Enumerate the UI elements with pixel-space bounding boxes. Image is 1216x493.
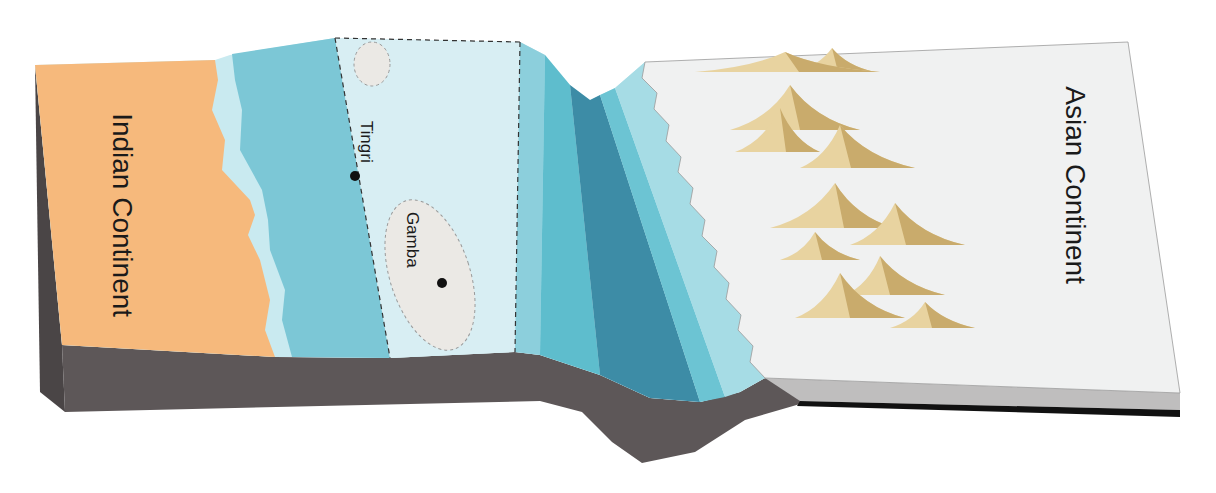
asian-land [642, 42, 1180, 393]
mountain [890, 302, 975, 328]
mountains [695, 48, 975, 328]
basin-oval [378, 195, 483, 355]
continent-region: Indian Continent [95, 75, 150, 355]
mountain [770, 183, 895, 228]
dashed-boundary [335, 38, 390, 358]
mountain [730, 85, 860, 130]
region-label: Gamba [402, 212, 422, 268]
continent-region: Asian Continent [1045, 60, 1105, 320]
dashed-boundary [335, 38, 520, 42]
mountain-shadow [815, 232, 860, 260]
mountain [850, 203, 965, 245]
mountain-shadow [925, 302, 975, 328]
mountain [845, 256, 945, 295]
sediment-zone: Gamba Tingri [335, 38, 520, 358]
mountain [695, 52, 880, 72]
basin-outline: Gamba [378, 195, 483, 355]
region-label: Tingri [356, 121, 376, 163]
mountain-shadow [840, 273, 905, 318]
dashed-boundary [515, 42, 520, 352]
slope-band [515, 42, 545, 355]
region-label: Asian Continent [1059, 86, 1091, 284]
mountain-shadow [840, 125, 915, 168]
site-dot [350, 171, 360, 181]
ocean-surface [35, 38, 765, 402]
asian-base-strip [797, 401, 1180, 417]
site-dot [437, 278, 447, 288]
mountain [795, 273, 905, 318]
mountain-shadow [880, 256, 945, 295]
indian-land [35, 60, 275, 357]
mountain [800, 125, 915, 168]
region-label: Indian Continent [106, 113, 138, 317]
mountain-shadow [785, 52, 880, 72]
mountain-shadow [790, 85, 860, 130]
sediment-lens [354, 42, 390, 86]
mountain-shadow [895, 203, 965, 245]
mountain-shadow [780, 108, 820, 152]
mountain [735, 108, 820, 152]
basin-shape [378, 195, 483, 355]
mountain [780, 232, 860, 260]
